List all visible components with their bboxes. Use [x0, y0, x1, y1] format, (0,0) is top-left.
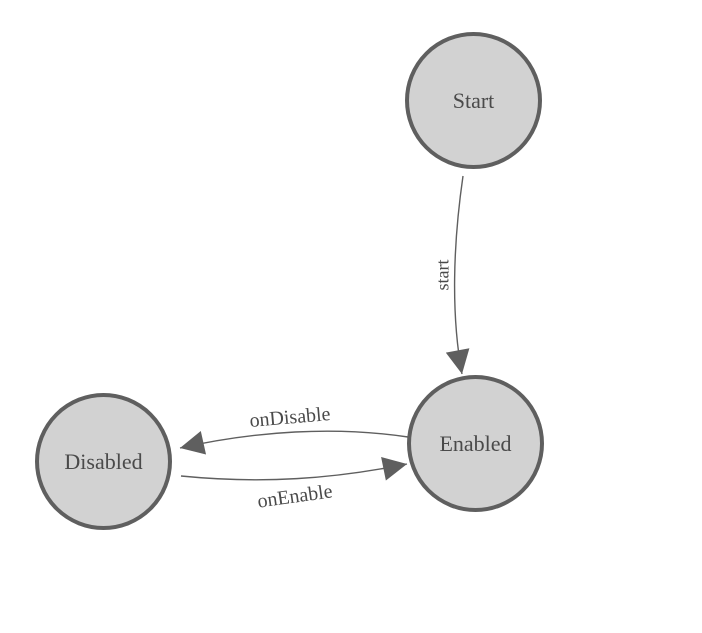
edge-start-to-enabled[interactable]: [445, 175, 470, 375]
node-enabled-label: Enabled: [439, 430, 512, 456]
node-enabled[interactable]: Enabled: [407, 375, 544, 512]
edge-enabled-to-disabled[interactable]: [179, 430, 409, 455]
node-disabled-label: Disabled: [64, 448, 143, 474]
node-start[interactable]: Start: [405, 32, 542, 169]
edge-disabled-to-enabled[interactable]: [180, 457, 408, 481]
node-start-label: Start: [452, 87, 495, 113]
node-disabled[interactable]: Disabled: [35, 393, 172, 530]
edge-label-start: start: [432, 259, 453, 291]
